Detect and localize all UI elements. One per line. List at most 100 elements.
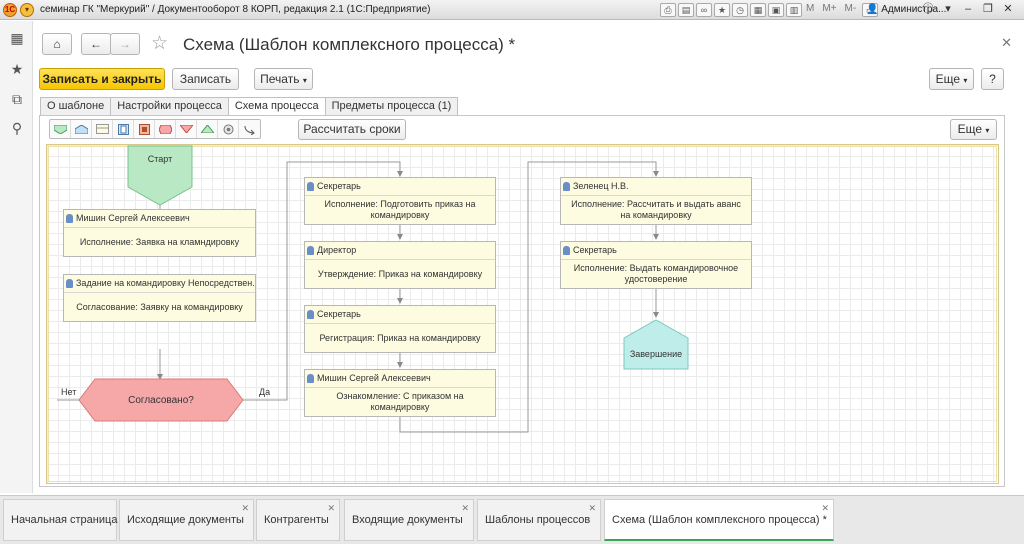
task-action: Исполнение: Заявка на кламндировку — [79, 236, 240, 247]
calendar-icon[interactable]: ▦ — [750, 3, 766, 17]
close-tab-icon[interactable]: ✕ — [821, 503, 829, 513]
start-label: Старт — [147, 154, 173, 164]
task-node[interactable]: Секретарь Исполнение: Выдать командирово… — [560, 241, 752, 289]
window-toolbar: ⎙ ▤ ∞ ★ ◷ ▦ ▣ ▥ M M+ M- ▭ — [660, 2, 880, 18]
task-shape-icon[interactable] — [92, 120, 113, 138]
current-user[interactable]: 👤 Администра... — [866, 4, 946, 15]
processing-shape-icon[interactable] — [218, 120, 239, 138]
app-logo-icon[interactable]: 1С — [3, 3, 17, 17]
user-name: Администра... — [881, 4, 947, 15]
task-action: Ознакомление: С приказом на командировку — [336, 391, 464, 412]
task-role: Мишин Сергей Алексеевич — [76, 213, 190, 223]
restore-icon[interactable]: ❐ — [983, 3, 993, 15]
start-shape — [127, 145, 193, 206]
tab-process-scheme[interactable]: Схема процесса — [227, 97, 326, 116]
page-title: Схема (Шаблон комплексного процесса) * — [183, 35, 516, 54]
condition-shape-icon[interactable] — [155, 120, 176, 138]
task-node[interactable]: Директор Утверждение: Приказ на командир… — [304, 241, 496, 289]
end-label: Завершение — [629, 349, 683, 359]
window-tab-label: Начальная страница — [11, 514, 118, 526]
forward-button[interactable]: → — [110, 33, 140, 55]
calculate-deadlines-button[interactable]: Рассчитать сроки — [298, 119, 406, 140]
info-icon[interactable]: ⓘ — [922, 3, 934, 15]
task-role: Мишин Сергей Алексеевич — [317, 373, 431, 383]
connector-icon[interactable] — [239, 120, 260, 138]
close-tab-icon[interactable]: ✕ — [461, 503, 469, 513]
grid-menu-icon[interactable]: ▦ — [10, 30, 24, 46]
close-form-icon[interactable]: ✕ — [1001, 35, 1012, 50]
history-icon[interactable]: ◷ — [732, 3, 748, 17]
favorites-star-icon[interactable]: ★ — [10, 61, 24, 77]
chevron-down-icon: ▾ — [985, 126, 990, 135]
task-node[interactable]: Мишин Сергей Алексеевич Ознакомление: С … — [304, 369, 496, 417]
user-icon — [307, 310, 314, 319]
save-button[interactable]: Записать — [172, 68, 239, 90]
window-tab-home[interactable]: Начальная страница — [3, 499, 117, 541]
memory-plus-button[interactable]: M+ — [822, 3, 837, 14]
print-button[interactable]: Печать ▾ — [254, 68, 313, 90]
print-icon[interactable]: ⎙ — [660, 3, 676, 17]
end-shape — [623, 319, 689, 370]
close-tab-icon[interactable]: ✕ — [241, 503, 249, 513]
window-tab-templates[interactable]: Шаблоны процессов ✕ — [477, 499, 601, 541]
window-tab-scheme[interactable]: Схема (Шаблон комплексного процесса) * ✕ — [604, 499, 834, 541]
home-button[interactable]: ⌂ — [42, 33, 72, 55]
memory-minus-button[interactable]: M- — [844, 3, 857, 14]
printer-icon[interactable]: ▤ — [678, 3, 694, 17]
window-tab-incoming[interactable]: Входящие документы ✕ — [344, 499, 474, 541]
subprocess-shape-icon[interactable] — [113, 120, 134, 138]
window-tab-counterparties[interactable]: Контрагенты ✕ — [256, 499, 340, 541]
help-button[interactable]: ? — [981, 68, 1004, 90]
sections-panel: ▦ ★ ⧉ ⚲ — [0, 21, 33, 493]
tab-process-settings[interactable]: Настройки процесса — [110, 97, 229, 115]
save-and-close-button[interactable]: Записать и закрыть — [39, 68, 165, 90]
window-controls: ⓘ ▾ – ❐ ✕ — [918, 2, 1018, 17]
link-decision-yes — [243, 161, 403, 401]
task-node[interactable]: Мишин Сергей Алексеевич Исполнение: Заяв… — [63, 209, 256, 257]
merge-shape-icon[interactable] — [197, 120, 218, 138]
user-icon — [563, 246, 570, 255]
diagram-more-button[interactable]: Еще ▾ — [950, 119, 997, 140]
decision-label: Согласовано? — [128, 394, 194, 406]
window-tab-label: Исходящие документы — [127, 514, 244, 526]
tab-about-template[interactable]: О шаблоне — [40, 97, 112, 115]
close-window-icon[interactable]: ✕ — [1003, 3, 1013, 15]
edge-label-yes: Да — [259, 387, 271, 397]
task-node[interactable]: Секретарь Регистрация: Приказ на команди… — [304, 305, 496, 353]
memory-m-button[interactable]: M — [806, 3, 815, 14]
minimize-icon[interactable]: – — [964, 3, 972, 15]
end-shape-icon[interactable] — [71, 120, 92, 138]
calculator-icon[interactable]: ▣ — [768, 3, 784, 17]
task-node[interactable]: Секретарь Исполнение: Подготовить приказ… — [304, 177, 496, 225]
dropdown-icon[interactable]: ▾ — [945, 3, 951, 15]
task-node[interactable]: Задание на командировку Непосредствен...… — [63, 274, 256, 322]
task-role: Директор — [317, 245, 357, 255]
diagram-more-label: Еще — [957, 122, 983, 136]
panel-icon[interactable]: ▭ — [862, 3, 879, 17]
back-button[interactable]: ← — [81, 33, 111, 55]
window-tab-outgoing[interactable]: Исходящие документы ✕ — [119, 499, 254, 541]
sheet-icon[interactable]: ▥ — [786, 3, 802, 17]
window-title: семинар ГК "Меркурий" / Документооборот … — [40, 4, 431, 15]
main-menu-icon[interactable]: ▾ — [20, 3, 34, 17]
scheme-tab-panel: Рассчитать сроки Еще ▾ — [39, 115, 1005, 487]
window-tab-label: Схема (Шаблон комплексного процесса) * — [612, 514, 827, 526]
chevron-down-icon: ▾ — [963, 76, 968, 85]
add-favorite-star-icon[interactable]: ☆ — [151, 33, 169, 54]
task-node[interactable]: Зеленец Н.В. Исполнение: Рассчитать и вы… — [560, 177, 752, 225]
task-action: Согласование: Заявку на командировку — [76, 301, 243, 312]
tab-process-subjects[interactable]: Предметы процесса (1) — [324, 97, 459, 115]
close-tab-icon[interactable]: ✕ — [327, 503, 335, 513]
favorite-icon[interactable]: ★ — [714, 3, 730, 17]
search-icon[interactable]: ⚲ — [11, 120, 23, 136]
more-button[interactable]: Еще ▾ — [929, 68, 974, 90]
link-icon[interactable]: ∞ — [696, 3, 712, 17]
split-shape-icon[interactable] — [176, 120, 197, 138]
close-tab-icon[interactable]: ✕ — [588, 503, 596, 513]
start-shape-icon[interactable] — [50, 120, 71, 138]
task-role: Секретарь — [317, 309, 361, 319]
action-shape-icon[interactable] — [134, 120, 155, 138]
process-diagram-canvas[interactable]: Старт Завершение Согласовано? Нет Да Миш… — [46, 144, 999, 484]
history-icon[interactable]: ⧉ — [12, 91, 22, 107]
open-windows-bar: Начальная страница Исходящие документы ✕… — [0, 495, 1024, 544]
